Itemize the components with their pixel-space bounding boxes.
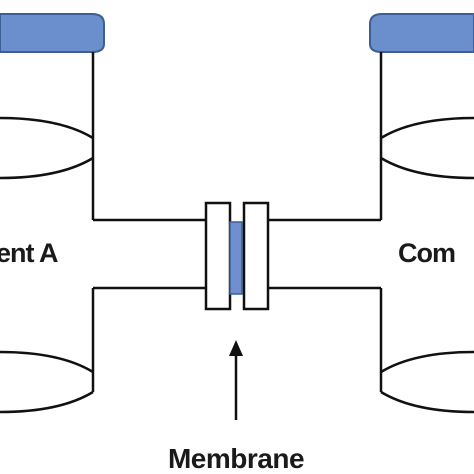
right-lower-cross-section [380, 350, 474, 414]
left-clamp-flange [204, 201, 232, 311]
left-lid [0, 13, 105, 53]
left-lower-cross-section [0, 350, 94, 414]
left-upper-cross-section [0, 116, 94, 180]
left-compartment: ent A [0, 13, 206, 414]
membrane [229, 221, 243, 295]
membrane-label: Membrane [168, 443, 304, 474]
pointer-arrow-head [229, 340, 243, 356]
right-lid [369, 13, 474, 53]
right-upper-cross-section [380, 116, 474, 180]
membrane-pointer: Membrane [168, 340, 305, 474]
right-compartment: Com [268, 13, 474, 414]
right-clamp-flange [242, 201, 270, 311]
membrane-clamp [204, 201, 270, 311]
left-compartment-label: ent A [0, 238, 58, 268]
right-compartment-label: Com [398, 238, 455, 268]
